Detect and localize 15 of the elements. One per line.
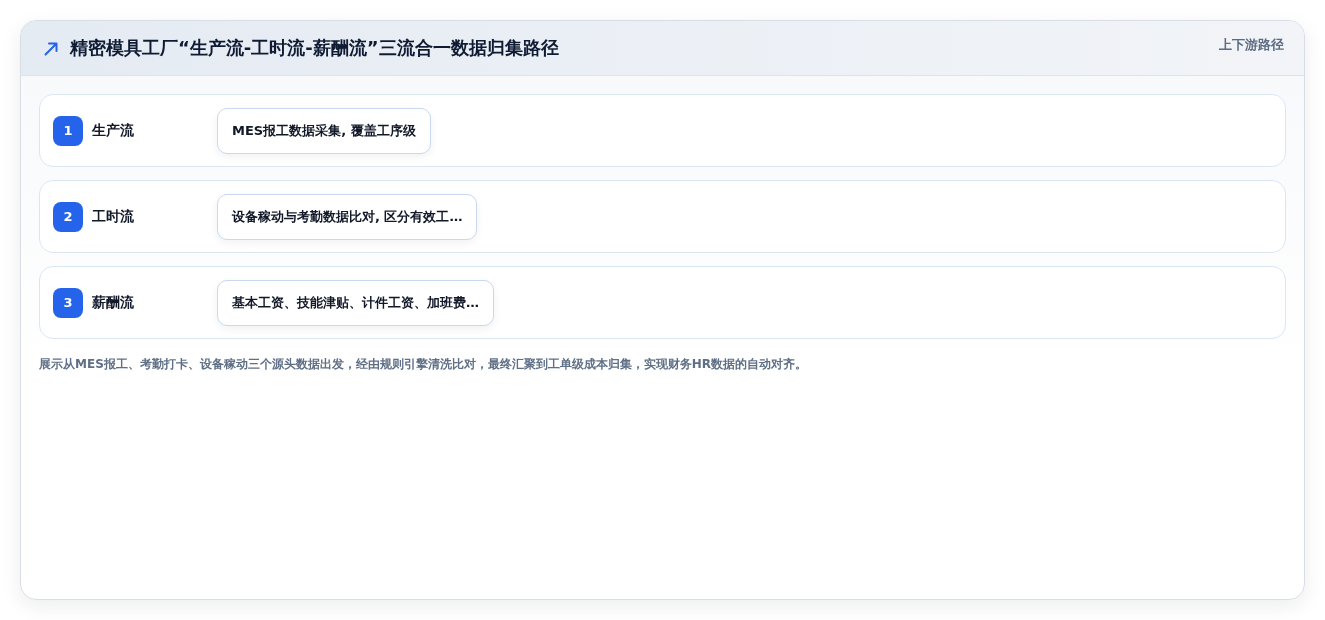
description-box: MES报工数据采集, 覆盖工序级 <box>217 108 431 154</box>
number-badge: 2 <box>53 202 83 232</box>
description-box: 基本工资、技能津贴、计件工资、加班费… <box>217 280 494 326</box>
stream-name: 工时流 <box>92 207 134 226</box>
stream-name: 薪酬流 <box>92 293 134 312</box>
title: 精密模具工厂“生产流-工时流-薪酬流”三流合一数据归集路径 <box>70 36 559 60</box>
stream-name: 生产流 <box>92 121 134 140</box>
row-box <box>39 94 1286 167</box>
row-box <box>39 266 1286 339</box>
number-badge: 3 <box>53 288 83 318</box>
header-label: 上下游路径 <box>1219 36 1284 54</box>
caption: 展示从MES报工、考勤打卡、设备稼动三个源头数据出发，经由规则引擎清洗比对，最终汇聚到工单级成本归集，实现财务HR数据的自动对齐。 <box>39 356 808 373</box>
description-box: 设备稼动与考勤数据比对, 区分有效工… <box>217 194 478 240</box>
number-badge: 1 <box>53 116 83 146</box>
row-box <box>39 180 1286 253</box>
